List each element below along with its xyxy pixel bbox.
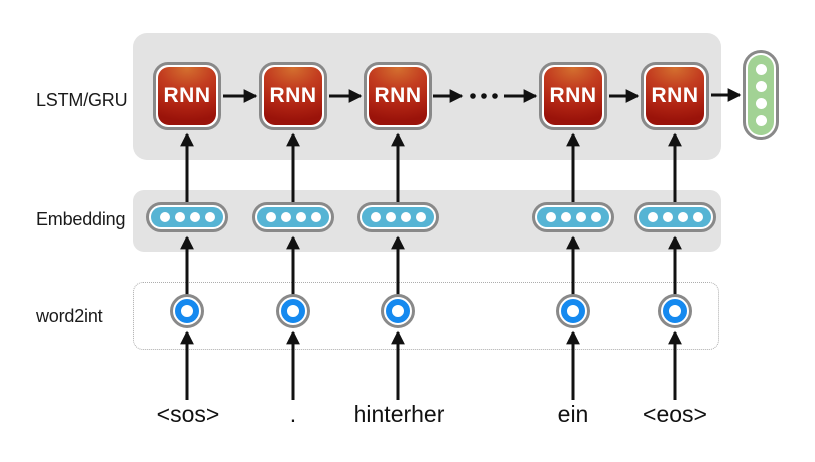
- rnn-box-2-label: RNN: [264, 67, 322, 125]
- word2int-unit-2: [276, 294, 310, 328]
- embedding-unit-dot: [385, 212, 396, 222]
- output-unit-dot: [755, 98, 767, 109]
- embedding-unit-dot: [677, 212, 688, 222]
- embedding-vector-1: [146, 202, 228, 232]
- embedding-unit-dot: [370, 212, 381, 222]
- rnn-box-1: RNN: [153, 62, 221, 130]
- embedding-unit-dot: [189, 212, 200, 222]
- embedding-unit-dot: [310, 212, 321, 222]
- word2int-unit-1: [170, 294, 204, 328]
- rnn-box-3: RNN: [364, 62, 432, 130]
- word2int-unit-5-ring: [663, 299, 687, 323]
- embedding-unit-dot: [692, 212, 703, 222]
- embedding-vector-5-units: [639, 207, 711, 227]
- output-vector: [743, 50, 779, 140]
- embedding-vector-4: [532, 202, 614, 232]
- embedding-unit-dot: [662, 212, 673, 222]
- embedding-unit-dot: [159, 212, 170, 222]
- output-vector-units: [748, 55, 774, 135]
- input-token-sos: <sos>: [156, 401, 220, 427]
- embedding-unit-dot: [647, 212, 658, 222]
- word2int-unit-1-ring: [175, 299, 199, 323]
- embedding-unit-dot: [415, 212, 426, 222]
- embedding-vector-3-units: [362, 207, 434, 227]
- embedding-unit-dot: [204, 212, 215, 222]
- embedding-unit-dot: [280, 212, 291, 222]
- embedding-unit-dot: [400, 212, 411, 222]
- word2int-unit-5: [658, 294, 692, 328]
- word2int-unit-4-ring: [561, 299, 585, 323]
- input-token-hinterher: hinterher: [353, 401, 445, 427]
- embedding-unit-dot: [575, 212, 586, 222]
- word2int-layer-box: [133, 282, 719, 350]
- embedding-vector-4-units: [537, 207, 609, 227]
- embedding-vector-2-units: [257, 207, 329, 227]
- embedding-unit-dot: [174, 212, 185, 222]
- word2int-unit-3-ring: [386, 299, 410, 323]
- embedding-vector-3: [357, 202, 439, 232]
- rnn-box-2: RNN: [259, 62, 327, 130]
- word2int-unit-2-ring: [281, 299, 305, 323]
- word2int-label: word2int: [36, 306, 103, 326]
- rnn-box-5: RNN: [641, 62, 709, 130]
- embedding-vector-1-units: [151, 207, 223, 227]
- rnn-box-5-label: RNN: [646, 67, 704, 125]
- rnn-box-3-label: RNN: [369, 67, 427, 125]
- input-token-eos: <eos>: [643, 401, 707, 427]
- output-unit-dot: [755, 81, 767, 92]
- embedding-unit-dot: [560, 212, 571, 222]
- word2int-unit-3: [381, 294, 415, 328]
- embedding-unit-dot: [265, 212, 276, 222]
- word2int-unit-4: [556, 294, 590, 328]
- embedding-unit-dot: [295, 212, 306, 222]
- lstm-gru-label: LSTM/GRU: [36, 90, 128, 110]
- rnn-box-4-label: RNN: [544, 67, 602, 125]
- rnn-box-1-label: RNN: [158, 67, 216, 125]
- embedding-unit-dot: [545, 212, 556, 222]
- embedding-unit-dot: [590, 212, 601, 222]
- output-unit-dot: [755, 115, 767, 126]
- embedding-vector-2: [252, 202, 334, 232]
- output-unit-dot: [755, 64, 767, 75]
- input-token-ein: ein: [557, 401, 589, 427]
- embedding-vector-5: [634, 202, 716, 232]
- rnn-box-4: RNN: [539, 62, 607, 130]
- embedding-label: Embedding: [36, 209, 126, 229]
- input-token-period: .: [289, 401, 297, 427]
